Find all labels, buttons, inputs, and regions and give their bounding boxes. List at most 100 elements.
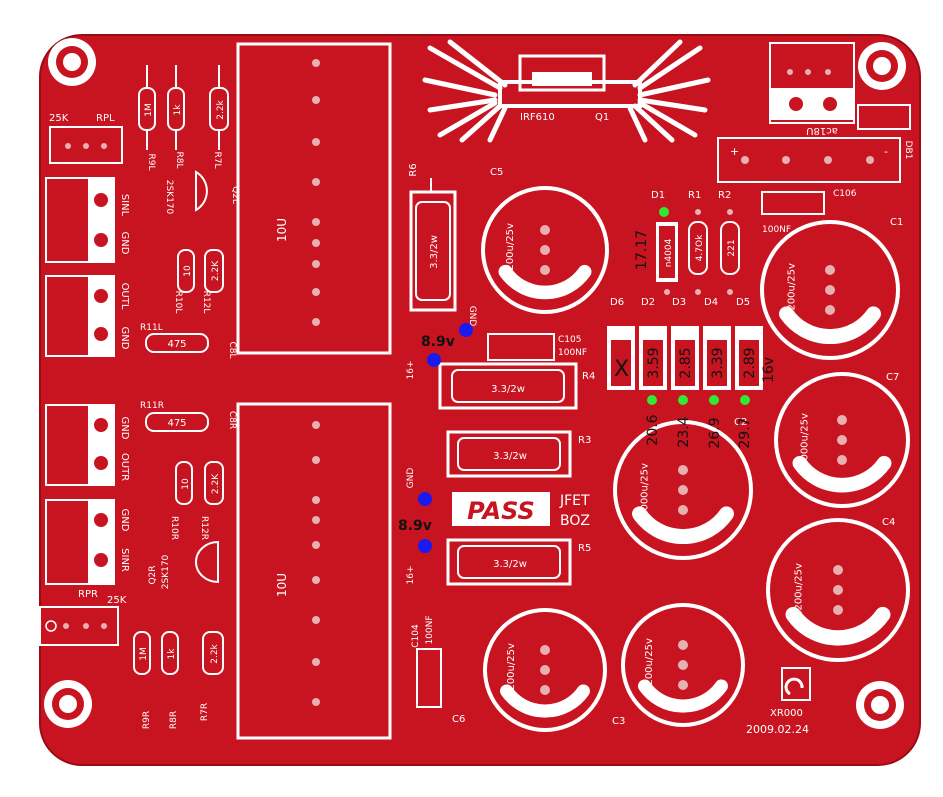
q2r-outline [195,540,219,584]
r5-label: R5 [578,543,591,554]
c8l-label: C8L [227,341,237,358]
annotation-d2-reading: 3.59 [646,347,662,378]
blue-dot-plus-bottom [418,539,432,553]
blue-dot-plus-top [427,353,441,367]
ac-input-label: ac18U [806,125,838,136]
c5-value: 2200u/25v [505,223,516,277]
output-terminal-left [45,275,115,357]
label-gnd-4: GND [119,509,130,532]
label-outr: OUTR [119,453,130,481]
c3-pad-2 [678,660,688,670]
r10l-label: R10L [173,291,183,314]
c1-pad-3 [825,305,835,315]
green-dot-tp1 [647,395,657,405]
label-gnd-mid: GND [406,468,416,489]
mounting-hole-bottom-right [856,681,904,729]
c2-capacitor-outline [613,420,753,560]
d6-label: D6 [610,297,624,308]
green-dot-tp4 [740,395,750,405]
c1-capacitor-outline [760,220,900,360]
r2-label: R2 [718,190,731,201]
c5-capacitor-outline [481,186,609,314]
c7-label: C7 [886,372,899,383]
r7l-label: R7L [212,152,222,169]
heatsink-outline [422,39,711,143]
annotation-voltage-bottom: 8.9v [398,518,432,534]
pot-right-value: 25K [107,595,127,606]
db1-label: DB1 [903,141,913,160]
r11r-label: R11R [140,401,164,411]
annotation-d3-reading: 2.85 [678,347,694,378]
c104-value: 100NF [425,615,435,644]
output-terminal-right-channel [45,404,115,486]
label-outl: OUTL [119,283,130,310]
c1-value: 2200u/25v [787,263,798,317]
green-dot-tp3 [709,395,719,405]
r10r-value: 10 [181,478,191,490]
label-sinr: SINR [119,548,130,572]
c2-label: C2 [734,417,747,428]
d1-value: n4004 [664,238,674,267]
label-sinl: SINL [119,194,130,217]
r3-label: R3 [578,435,591,446]
r6-resistor [409,178,457,312]
r4-label: R4 [582,371,595,382]
c4-polarity-band [785,606,891,646]
c4-pad-3 [833,605,843,615]
annotation-tp4: 29.7 [737,417,753,448]
c3-pad-3 [678,680,688,690]
input-terminal-left [45,177,115,263]
r11r-value: 475 [167,418,186,429]
r8l-value: 1k [173,104,183,116]
label-gnd-2: GND [119,327,130,350]
r3-value: 3.3/2w [493,451,527,462]
c7-polarity-band [792,455,892,493]
c3-value: 2200u/25v [644,638,655,692]
c2-polarity-band [632,506,734,544]
mounting-hole-top-left [48,38,96,86]
film-capacitor-top-label: 10U [275,218,289,242]
c104-label: C104 [411,624,421,648]
label-gnd-3: GND [119,417,130,440]
c105-label: C105 [558,335,581,345]
c3-label: C3 [612,716,625,727]
pot-left-name: RPL [96,113,115,124]
c106-label: C106 [833,189,857,199]
r9l-value: 1M [144,103,154,117]
blue-dot-gnd-top [459,323,473,337]
r1-value: 4.7Ok [695,234,705,261]
r9r-value: 1M [139,647,149,661]
annotation-d5-reading: 2.89 [742,347,758,378]
input-terminal-right-channel [45,499,115,585]
green-dot-d1 [659,207,669,217]
d1-label: D1 [651,190,665,201]
c1-pad-1 [825,265,835,275]
mounting-hole-top-right [858,42,906,90]
c6-capacitor-outline [483,608,607,732]
c7-pad-2 [837,435,847,445]
c4-pad-2 [833,585,843,595]
q2l-part: 2SK170 [164,180,174,215]
r4-value: 3.3/2w [491,384,525,395]
r10l-value: 10 [183,265,193,277]
mosfet-label: IRF610 [520,112,555,123]
board-title-boz: BOZ [560,513,590,529]
c7-value: 1000u/25v [800,413,811,467]
pass-logo-text: PASS [467,497,535,525]
d5-label: D5 [736,297,750,308]
r12r-label: R12R [199,516,209,540]
c6-value: 2200u/25v [506,643,517,697]
c1-polarity-band [779,306,881,344]
c2-pad-3 [678,505,688,515]
bridge-minus: - [884,145,888,158]
maker-name: XR000 [770,708,803,719]
d4-label: D4 [704,297,718,308]
d2-label: D2 [641,297,655,308]
board-substrate [39,34,921,766]
c7-pad-3 [837,455,847,465]
c5-label: C5 [490,167,503,178]
annotation-d1-voltage: 17.17 [634,230,650,270]
r5-value: 3.3/2w [493,559,527,570]
c6-pad-3 [540,685,550,695]
c3-pad-1 [678,640,688,650]
